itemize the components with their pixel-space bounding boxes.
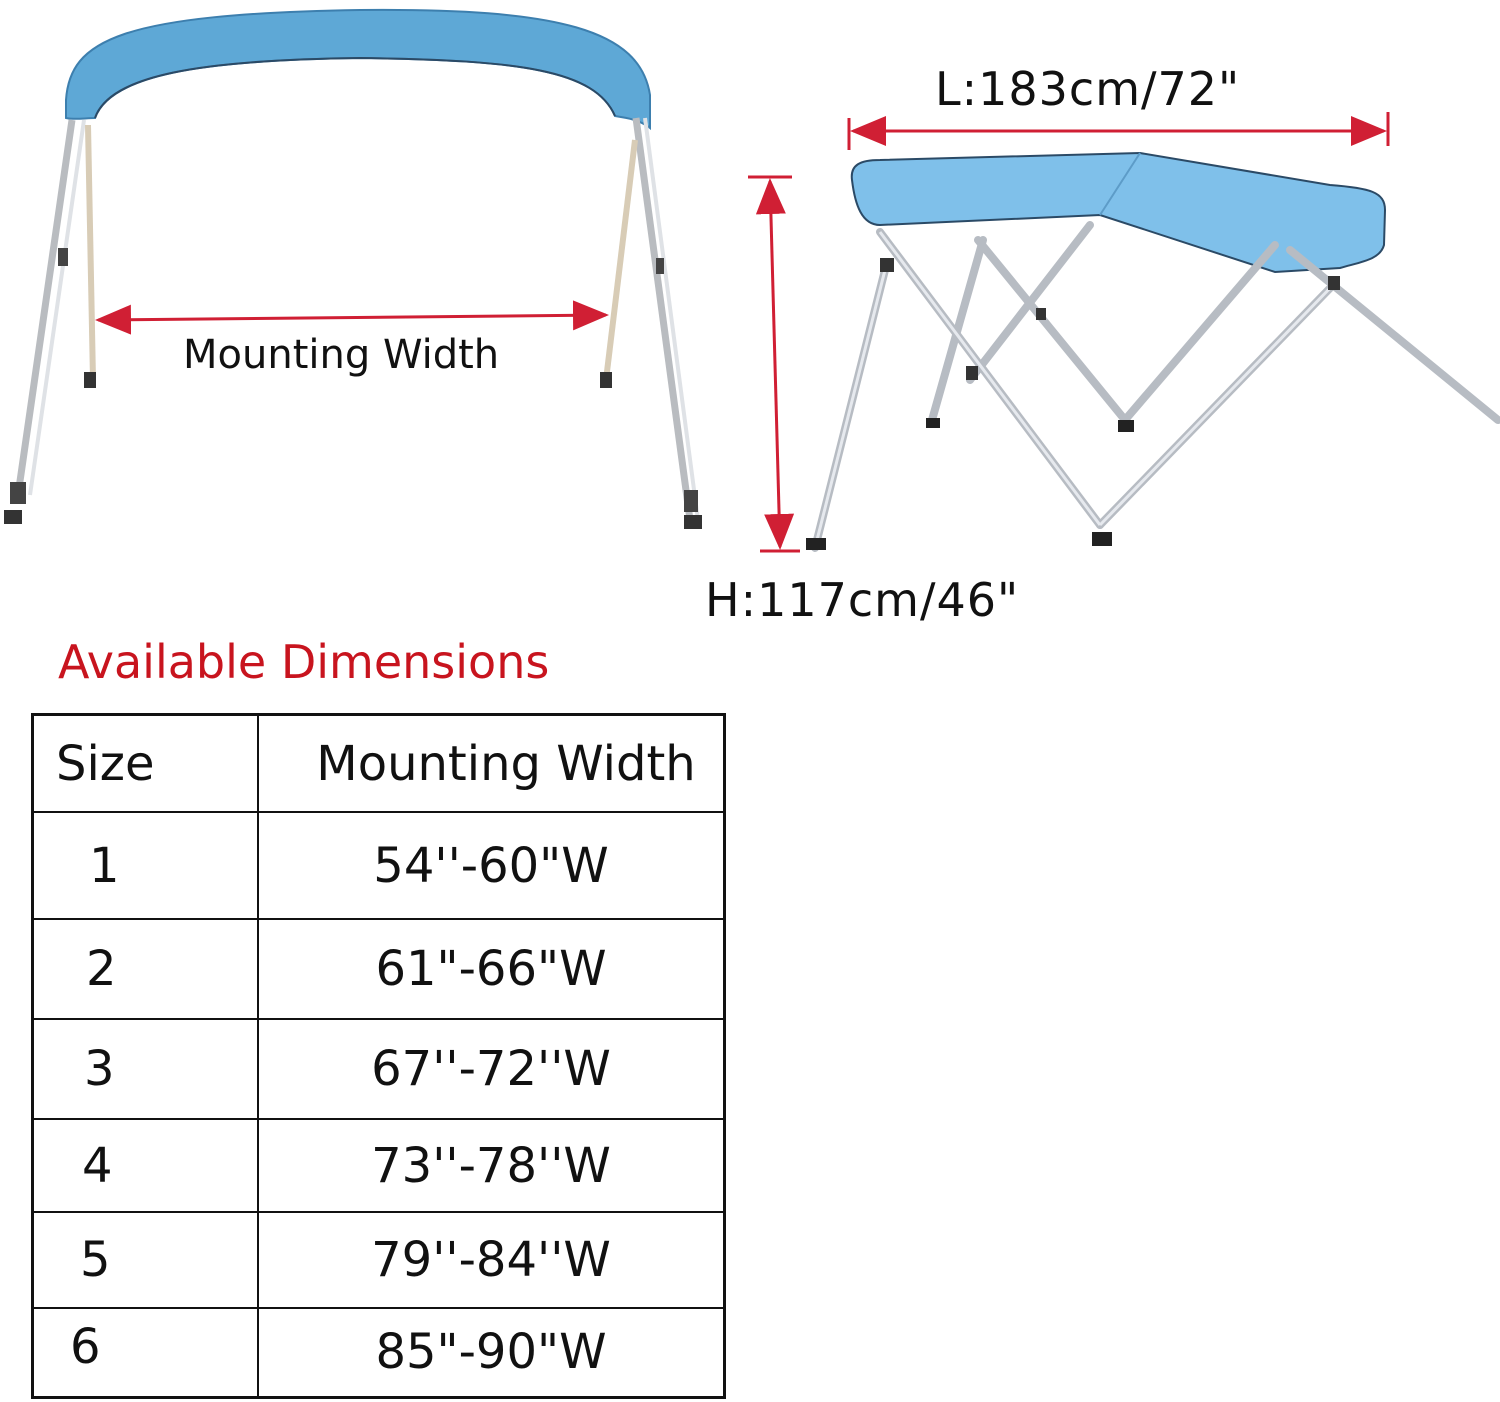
canopy-front: [65, 8, 651, 131]
width-cell: 61"-66"W: [257, 918, 726, 1020]
size-column-header: Size: [31, 713, 259, 813]
bimini-top-illustrations: [4, 8, 1500, 553]
size-cell: 4: [31, 1118, 259, 1213]
bimini-side-view: [748, 112, 1500, 553]
mounting-width-arrow: [95, 300, 609, 335]
table-header-row: Size Mounting Width: [31, 713, 726, 813]
bimini-front-view: [4, 8, 702, 529]
table-row: 1 54''-60"W: [31, 811, 726, 920]
size-cell: 3: [31, 1018, 259, 1120]
width-cell: 85"-90"W: [257, 1307, 726, 1398]
width-cell: 67''-72''W: [257, 1018, 726, 1120]
width-cell: 73''-78''W: [257, 1118, 726, 1213]
available-dimensions-title: Available Dimensions: [58, 635, 550, 689]
table-row: 4 73''-78''W: [31, 1118, 726, 1213]
height-label: H:117cm/46": [705, 573, 1020, 627]
table-row: 2 61"-66"W: [31, 918, 726, 1020]
height-arrow: [755, 178, 795, 550]
table-row: 5 79''-84''W: [31, 1211, 726, 1309]
length-label: L:183cm/72": [935, 62, 1241, 116]
width-cell: 79''-84''W: [257, 1211, 726, 1309]
width-cell: 54''-60"W: [257, 811, 726, 920]
size-cell: 2: [31, 918, 259, 1020]
size-cell: 6: [31, 1307, 259, 1398]
table-row: 3 67''-72''W: [31, 1018, 726, 1120]
size-cell: 1: [31, 811, 259, 920]
mounting-width-label: Mounting Width: [183, 332, 500, 378]
table-row: 6 85"-90"W: [31, 1307, 726, 1398]
size-cell: 5: [31, 1211, 259, 1309]
dimensions-table: Size Mounting Width 1 54''-60"W 2 61"-66…: [31, 713, 726, 1399]
canopy-side: [850, 151, 1387, 274]
mounting-width-column-header: Mounting Width: [257, 713, 726, 813]
